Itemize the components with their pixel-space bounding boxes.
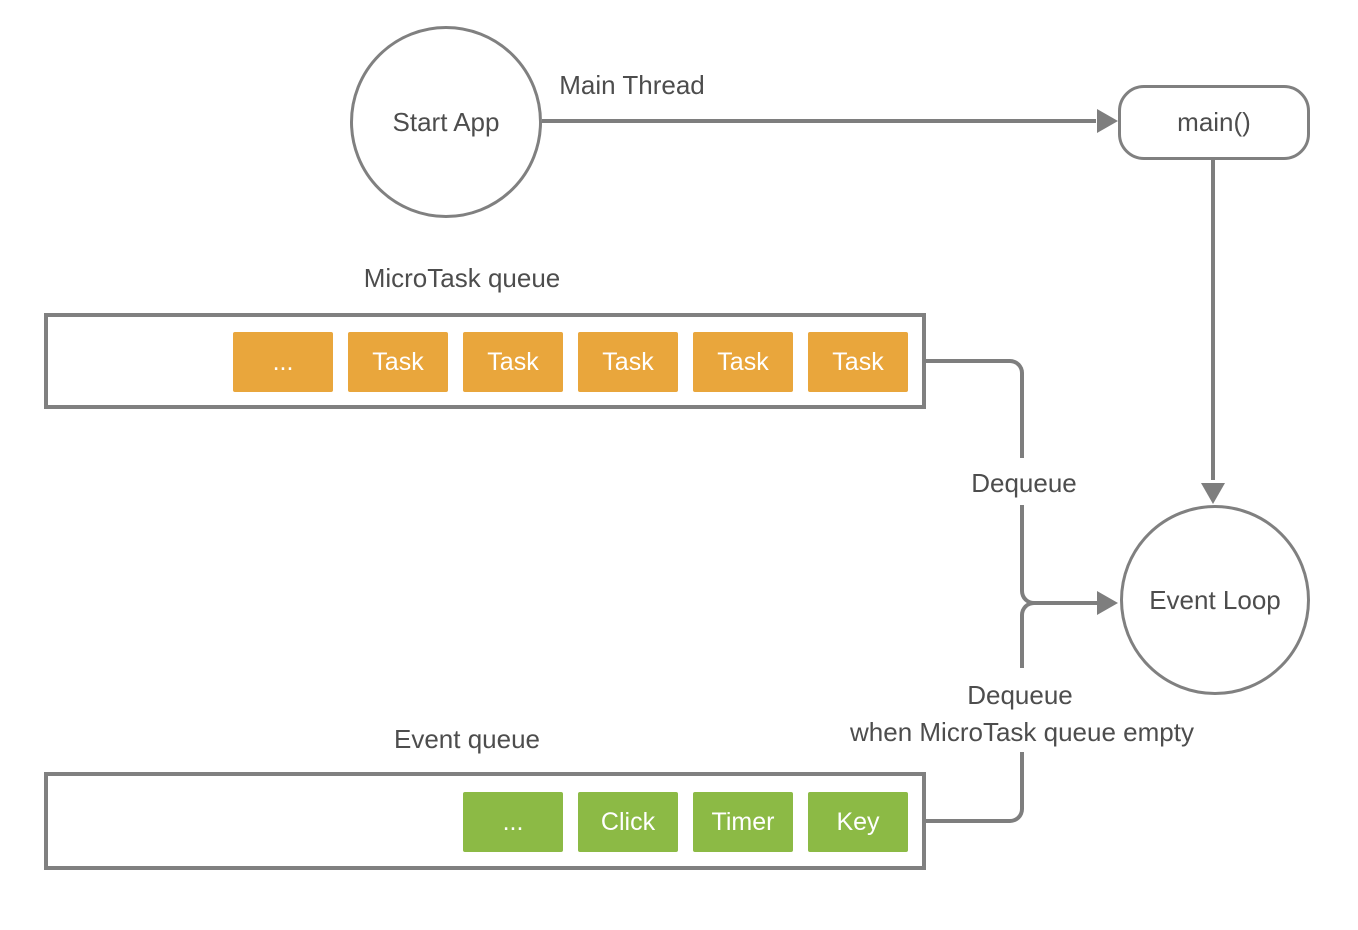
- event-loop-label: Event Loop: [1149, 584, 1281, 615]
- dequeue-merge-line: [1034, 601, 1097, 605]
- event-item-ellipsis: ...: [463, 792, 563, 852]
- event-dequeue-line-h1: [924, 819, 1010, 823]
- microtask-queue-title: MicroTask queue: [363, 263, 561, 293]
- main-thread-line: [542, 119, 1096, 123]
- main-thread-edge-label: Main Thread: [559, 70, 705, 100]
- start-app-label: Start App: [392, 106, 500, 137]
- main-thread-arrowhead-icon: [1097, 109, 1118, 133]
- main-to-eventloop-line: [1211, 160, 1215, 480]
- start-app-node: Start App: [350, 26, 542, 218]
- event-loop-node: Event Loop: [1120, 505, 1310, 695]
- event-queue-title: Event queue: [393, 724, 540, 754]
- event-item-key: Key: [808, 792, 908, 852]
- microtask-item-task: Task: [808, 332, 908, 392]
- main-to-eventloop-arrowhead-icon: [1201, 483, 1225, 504]
- event-dequeue-line-v2: [1020, 752, 1024, 809]
- event-item-timer: Timer: [693, 792, 793, 852]
- event-item-click: Click: [578, 792, 678, 852]
- microtask-item-task: Task: [578, 332, 678, 392]
- event-dequeue-line-v1: [1020, 615, 1024, 668]
- event-dequeue-corner: [1020, 601, 1034, 615]
- microtask-dequeue-label: Dequeue: [971, 468, 1077, 498]
- event-dequeue-label: Dequeue: [967, 680, 1073, 710]
- microtask-item-task: Task: [348, 332, 448, 392]
- microtask-item-task: Task: [463, 332, 563, 392]
- microtask-item-ellipsis: ...: [233, 332, 333, 392]
- microtask-dequeue-line-h1: [924, 359, 1010, 363]
- event-dequeue-condition-label: when MicroTask queue empty: [850, 717, 1194, 747]
- dequeue-arrowhead-icon: [1097, 591, 1118, 615]
- microtask-dequeue-line-v1: [1020, 373, 1024, 458]
- microtask-dequeue-corner: [1010, 359, 1024, 373]
- event-dequeue-corner2: [1010, 809, 1024, 823]
- microtask-item-task: Task: [693, 332, 793, 392]
- main-node-label: main(): [1177, 107, 1251, 137]
- main-node: main(): [1118, 85, 1310, 160]
- microtask-dequeue-line-v2: [1020, 505, 1024, 591]
